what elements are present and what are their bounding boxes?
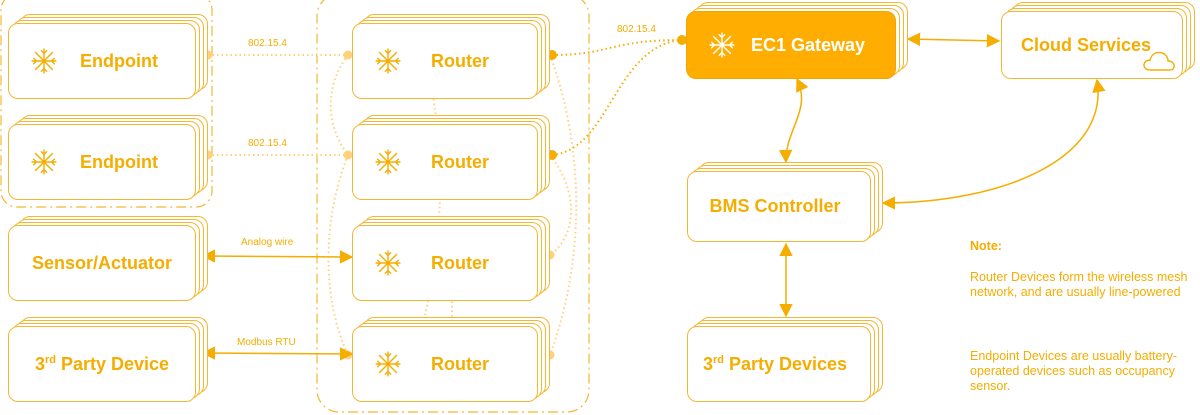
node-label: BMS Controller [709, 196, 841, 216]
snowflake-icon [31, 48, 57, 74]
node-third-party-devices[interactable]: 3rd Party Devices [687, 317, 883, 402]
note-title: Note: [970, 239, 1002, 253]
link-cloud-bms [881, 78, 1106, 210]
node-router-3[interactable]: Router [352, 216, 550, 301]
node-label: EC1 Gateway [750, 34, 866, 55]
node-label: Endpoint [80, 151, 158, 172]
cloud-icon [1143, 51, 1175, 71]
snowflake-icon [375, 250, 401, 276]
node-label: Router [431, 353, 489, 374]
edge-label-modbus-rtu: Modbus RTU [237, 337, 296, 348]
node-endpoint-2[interactable]: Endpoint [8, 115, 208, 200]
node-router-1[interactable]: Router [352, 14, 550, 99]
edge-label-endpoint1-router1: 802.15.4 [248, 38, 287, 49]
snowflake-icon [709, 32, 735, 58]
node-label: Sensor/Actuator [31, 252, 173, 273]
link-router1-router4 [549, 54, 578, 356]
link-router1-router2 [329, 54, 349, 156]
node-label: 3rd Party Devices [702, 353, 848, 374]
router-group-outline [316, 0, 590, 413]
node-endpoint-1[interactable]: Endpoint [8, 14, 208, 99]
edge-label-endpoint2-router2: 802.15.4 [248, 138, 287, 149]
node-sensor-actuator[interactable]: Sensor/Actuator [8, 216, 208, 301]
link-gateway-cloud [906, 32, 1001, 48]
link-router2-router4 [327, 154, 349, 356]
snowflake-icon [375, 351, 401, 377]
edge-label-router-gateway: 802.15.4 [617, 24, 656, 35]
node-label: Router [431, 252, 489, 273]
link-thirdparty-router4 [201, 346, 354, 361]
note-router-devices: Router Devices form the wireless mesh ne… [970, 270, 1188, 299]
node-cloud-services[interactable]: Cloud Services [1001, 2, 1195, 79]
snowflake-icon [31, 149, 57, 175]
node-third-party-device[interactable]: 3rd Party Device [8, 317, 208, 402]
snowflake-icon [375, 48, 401, 74]
link-router1-gateway [551, 39, 683, 56]
node-bms-controller[interactable]: BMS Controller [687, 162, 883, 242]
node-label: Router [431, 50, 489, 71]
node-router-2[interactable]: Router [352, 115, 550, 200]
node-label: 3rd Party Device [34, 353, 170, 374]
node-ec1-gateway[interactable]: EC1 Gateway [686, 2, 908, 79]
endpoint-group-outline [0, 0, 213, 208]
node-label: Cloud Services [1020, 34, 1152, 55]
node-label: Endpoint [80, 50, 158, 71]
link-sensor-router3 [201, 249, 354, 264]
node-router-4[interactable]: Router [352, 317, 550, 402]
note-endpoint-devices: Endpoint Devices are usually battery-ope… [970, 349, 1178, 393]
link-gateway-bms [778, 77, 809, 164]
node-label: Router [431, 151, 489, 172]
edge-label-analog-wire: Analog wire [241, 237, 294, 248]
snowflake-icon [375, 149, 401, 175]
link-router2-router3 [549, 154, 572, 256]
